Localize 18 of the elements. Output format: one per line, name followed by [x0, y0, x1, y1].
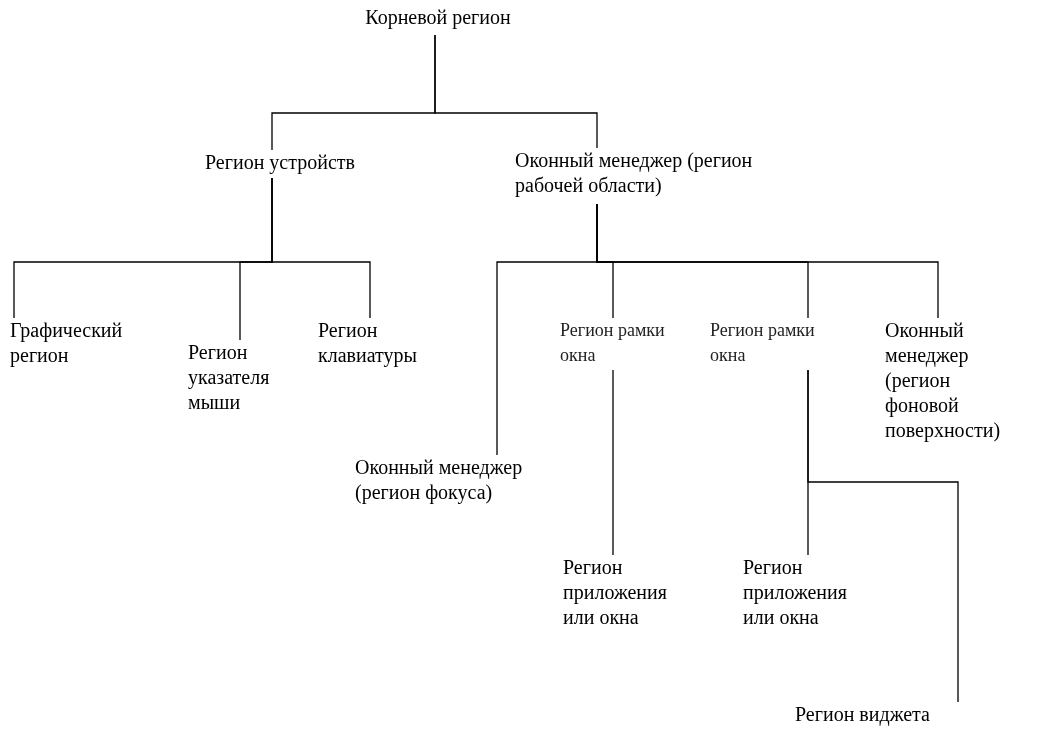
node-label: Регион указателя мыши: [188, 340, 271, 415]
node-label: Регион приложения или окна: [563, 555, 668, 630]
connector-line: [596, 203, 939, 319]
node-label: Регион виджета: [795, 702, 931, 727]
node-label: Графический регион: [10, 318, 124, 368]
node-label: Регион клавиатуры: [318, 318, 418, 368]
node-label: Регион приложения или окна: [743, 555, 848, 630]
node-label: Регион рамки окна: [710, 319, 816, 367]
connector-line: [807, 369, 959, 703]
connector-line: [612, 369, 614, 556]
node-label: Регион рамки окна: [560, 319, 666, 367]
node-label: Оконный менеджер (регион рабочей области): [515, 148, 754, 198]
connector-line: [434, 34, 598, 149]
node-label: Корневой регион: [364, 5, 512, 30]
node-label: Оконный менеджер (регион фокуса): [355, 455, 524, 505]
connector-line: [271, 177, 371, 319]
node-label: Оконный менеджер (регион фоновой поверхности): [885, 318, 1002, 443]
node-label: Регион устройств: [204, 150, 356, 175]
